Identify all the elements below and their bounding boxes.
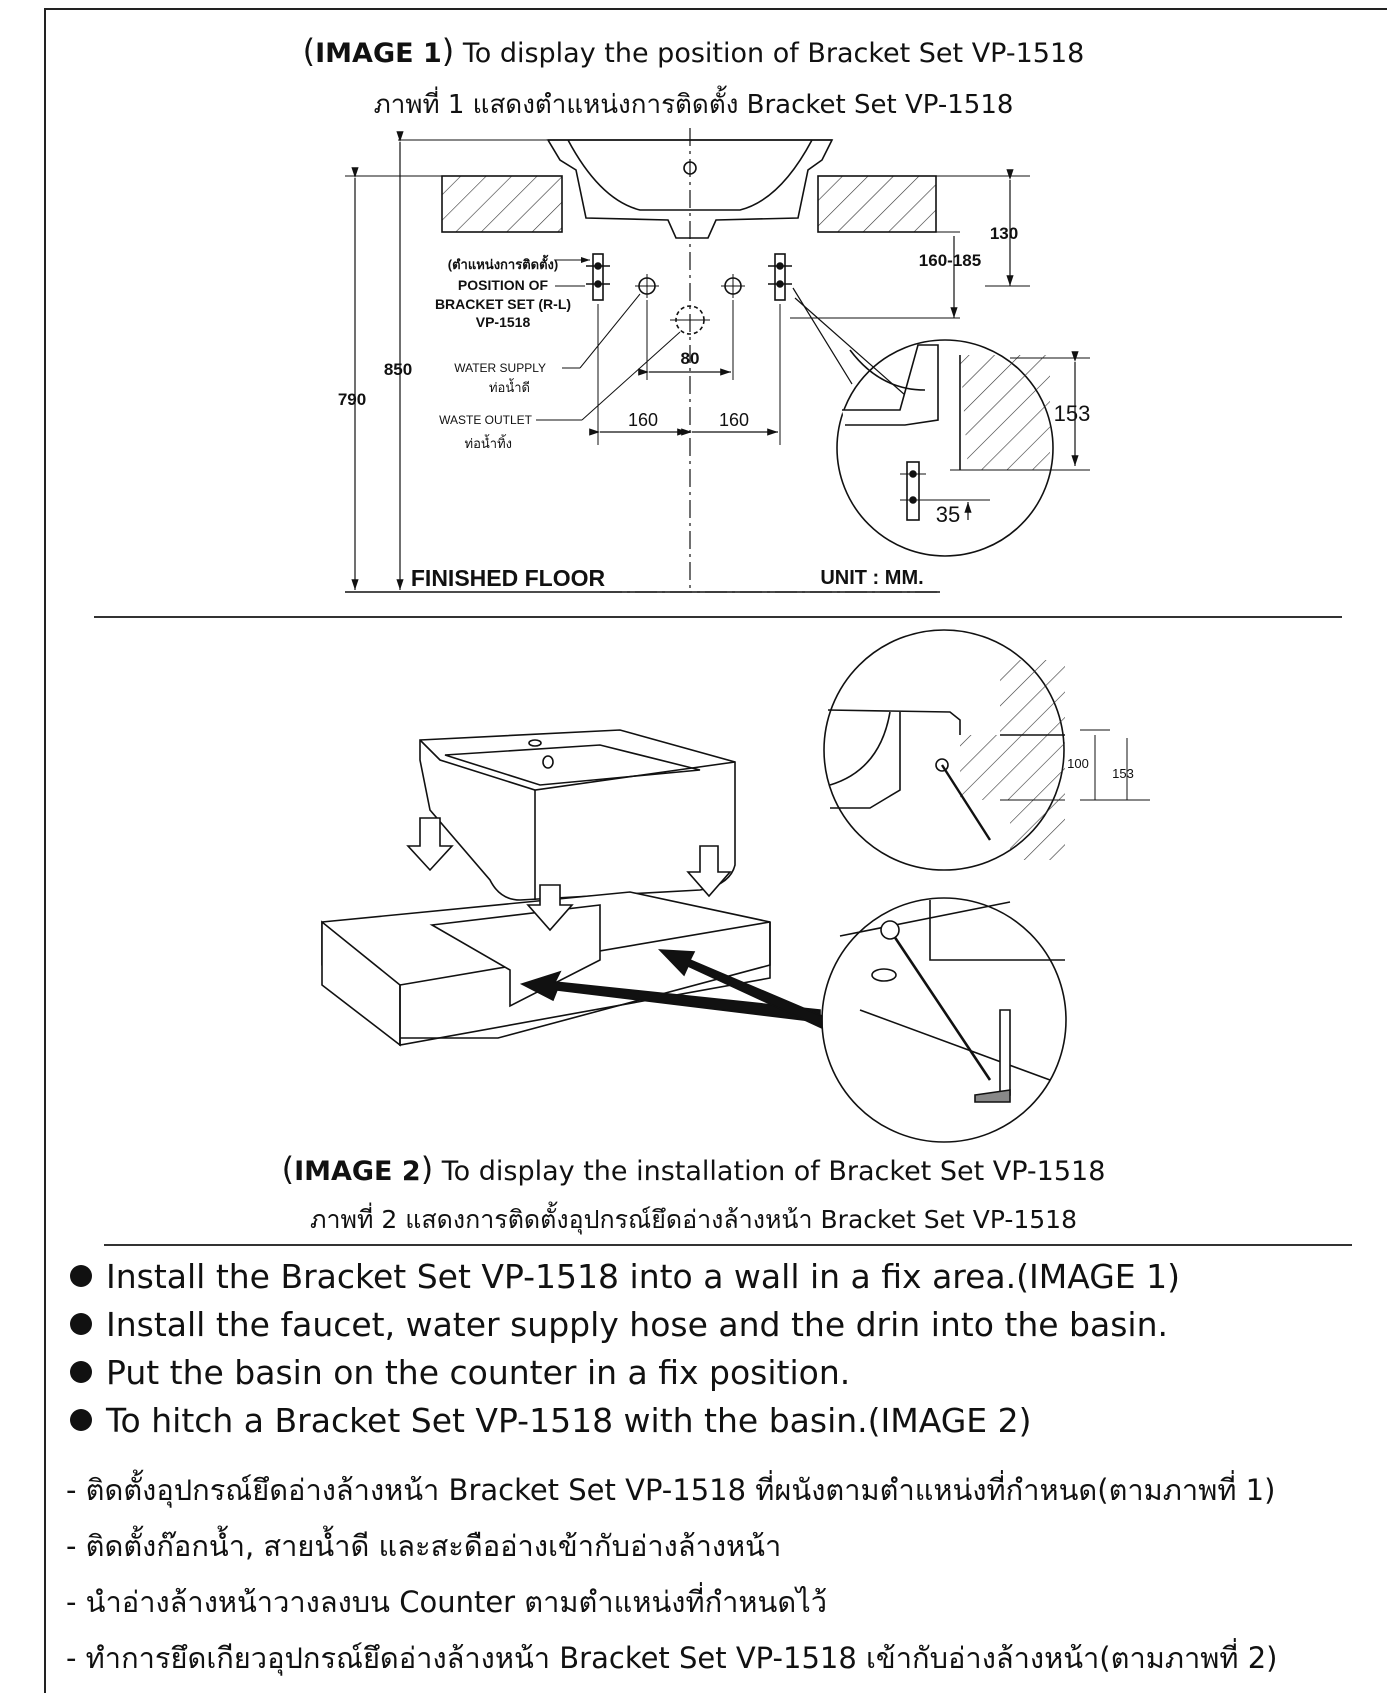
dim-130: 130	[990, 224, 1018, 243]
counter-right-section	[817, 175, 937, 233]
svg-text:(ตำแหน่งการติดตั้ง): (ตำแหน่งการติดตั้ง)	[448, 254, 558, 272]
list-item: Put the basin on the counter in a fix po…	[70, 1348, 1180, 1396]
list-item: Install the faucet, water supply hose an…	[70, 1300, 1180, 1348]
page-frame	[44, 8, 1387, 1693]
list-item: To hitch a Bracket Set VP-1518 with the …	[70, 1396, 1180, 1444]
dim-100: 100	[1067, 756, 1089, 771]
waste-outlet-th-label: ท่อน้ำทิ้ง	[465, 434, 512, 451]
dim-160-right: 160	[719, 410, 749, 430]
dim-153-image2: 153	[1112, 766, 1134, 781]
divider-1	[94, 616, 1342, 618]
water-supply-label: WATER SUPPLY	[454, 361, 546, 375]
dim-153: 153	[1054, 401, 1091, 426]
solid-arrow-1	[519, 970, 821, 1023]
image1-elevation	[345, 128, 1090, 593]
bullet-icon	[70, 1265, 92, 1287]
dim-160-185: 160-185	[919, 251, 981, 270]
arrow-down-2	[526, 884, 574, 932]
dim-790: 790	[338, 390, 366, 409]
dim-80: 80	[681, 349, 700, 368]
counter-left-section	[441, 175, 563, 233]
basin-section	[546, 139, 834, 239]
bracket-right	[768, 253, 792, 301]
waste-outlet-label: WASTE OUTLET	[439, 413, 533, 427]
water-supply-th-label: ท่อน้ำดี	[489, 378, 530, 395]
detail-circle-3	[821, 897, 1067, 1143]
solid-arrow-2	[658, 949, 823, 1030]
dim-160-left: 160	[628, 410, 658, 430]
image1-caption-th: ภาพที่ 1 แสดงตำแหน่งการติดตั้ง Bracket S…	[373, 90, 1014, 120]
unit-label: UNIT : MM.	[820, 567, 923, 589]
basin-3d	[419, 729, 736, 901]
finished-floor-label: FINISHED FLOOR	[411, 565, 606, 591]
image2-installation	[321, 629, 1150, 1143]
list-item: Install the Bracket Set VP-1518 into a w…	[70, 1252, 1180, 1300]
dim-850: 850	[384, 360, 412, 379]
bracket-left	[586, 253, 610, 301]
dim-35: 35	[936, 502, 960, 527]
list-item: - ติดตั้งก๊อกน้ำ, สายน้ำดี และสะดืออ่างเ…	[66, 1529, 782, 1563]
detail-circle-1	[836, 339, 1054, 557]
list-item: - ติดตั้งอุปกรณ์ยึดอ่างล้างหน้า Bracket …	[66, 1473, 1276, 1507]
instructions-th: - ติดตั้งอุปกรณ์ยึดอ่างล้างหน้า Bracket …	[66, 1462, 1277, 1686]
arrow-down-1	[406, 817, 454, 872]
image1-caption-en: (IMAGE 1) To display the position of Bra…	[302, 32, 1085, 70]
bullet-icon	[70, 1361, 92, 1383]
list-item: - นำอ่างล้างหน้าวางลงบน Counter ตามตำแหน…	[66, 1585, 828, 1619]
instructions-en: Install the Bracket Set VP-1518 into a w…	[70, 1252, 1180, 1444]
bullet-icon	[70, 1409, 92, 1431]
list-item: - ทำการยึดเกียวอุปกรณ์ยึดอ่างล้างหน้า Br…	[66, 1641, 1278, 1675]
bullet-icon	[70, 1313, 92, 1335]
image2-caption-th: ภาพที่ 2 แสดงการติดตั้งอุปกรณ์ยึดอ่างล้า…	[310, 1205, 1077, 1234]
svg-text:BRACKET SET (R-L): BRACKET SET (R-L)	[435, 296, 571, 312]
svg-text:VP-1518: VP-1518	[476, 314, 531, 330]
divider-2	[104, 1244, 1352, 1246]
image2-caption-en: (IMAGE 2) To display the installation of…	[281, 1150, 1106, 1188]
arrow-down-3	[686, 845, 732, 898]
svg-text:POSITION OF: POSITION OF	[458, 277, 549, 293]
bracket-position-label: (ตำแหน่งการติดตั้ง) POSITION OF BRACKET …	[435, 254, 571, 330]
